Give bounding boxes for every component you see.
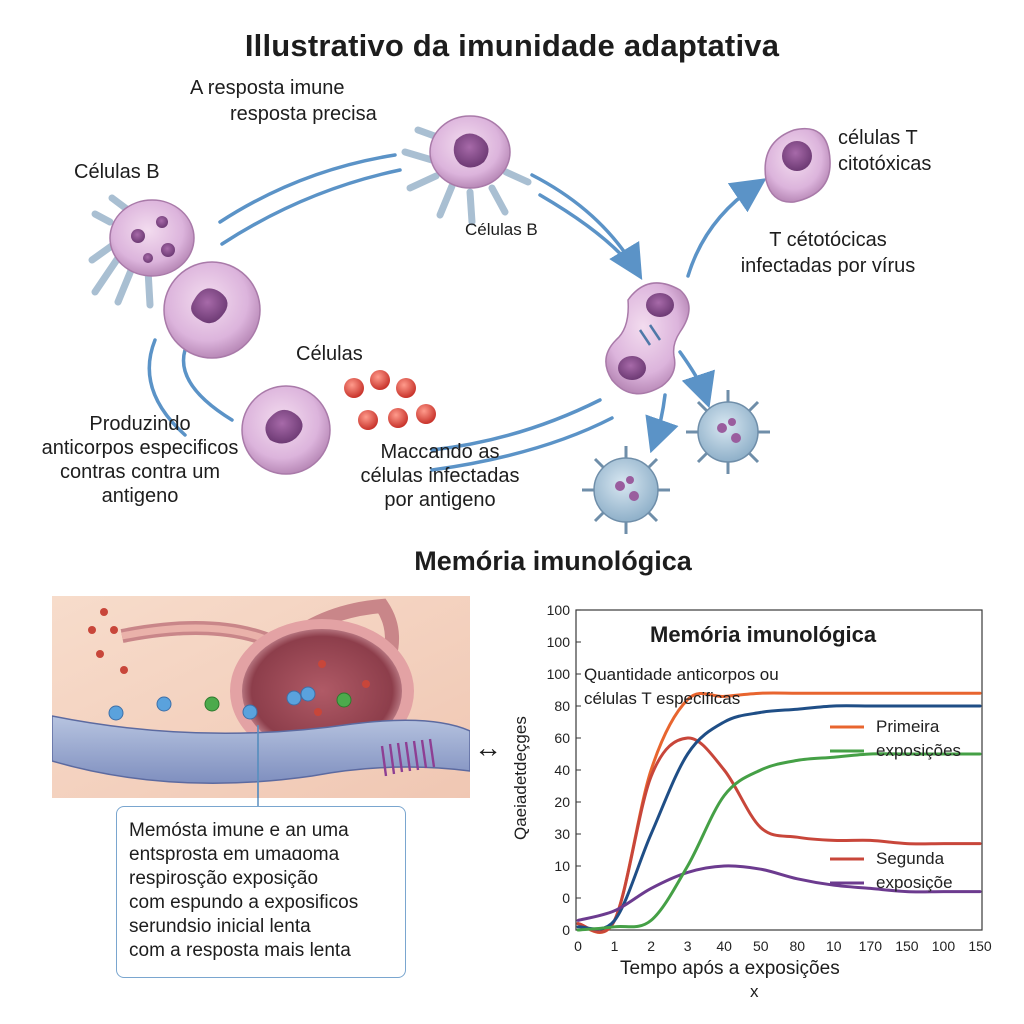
response-label-line1: A resposta imune — [190, 77, 345, 99]
b-cell-illustration — [88, 194, 261, 359]
t-infected-label-line1: T cétotócicas — [769, 229, 887, 251]
x-tick-label: 10 — [826, 938, 842, 954]
x-axis-label: Tempo após a exposições — [620, 958, 840, 979]
virus-illustration — [582, 390, 770, 534]
y-axis-ticks: 0 0 10 30 20 40 60 80 100 100 100 — [547, 602, 581, 938]
series-line-green — [576, 752, 982, 932]
plot-area — [575, 609, 983, 931]
b-cells-center-label: Células B — [465, 220, 538, 239]
t-cells-label-line2: citotóxicas — [838, 153, 932, 175]
x-tick-label: 0 — [574, 938, 582, 954]
legend-label: exposições — [876, 741, 961, 760]
y-tick-label: 0 — [562, 922, 570, 938]
cells-label: Células — [296, 343, 363, 365]
y-tick-label: 30 — [554, 826, 570, 842]
double-arrow-icon: ↔ — [474, 732, 502, 763]
marking-label: Maccando as células infectadas por antig… — [360, 441, 520, 511]
memory-note-line: Memósta imune e an uma — [129, 820, 349, 841]
main-title: Illustrativo da imunidade adaptativa — [244, 28, 780, 63]
t-infected-label-line2: infectadas por vírus — [740, 255, 916, 277]
y-axis-label: Qaeiadetdeçges — [511, 716, 530, 840]
memory-note-line: com espundo a exposificos — [129, 892, 359, 913]
y-tick-label: 40 — [554, 762, 570, 778]
chart-title: Memória imunológica — [650, 622, 877, 647]
dendritic-cell-illustration — [401, 115, 532, 226]
producing-label: Produzindo anticorpos especificos contra… — [41, 413, 239, 507]
x-tick-label: 40 — [716, 938, 732, 954]
t-cells-label-line1: células T — [838, 127, 918, 149]
y-tick-label: 20 — [554, 794, 570, 810]
dividing-cell-illustration — [605, 282, 690, 395]
memory-note-line: respirosção exposição — [129, 868, 319, 889]
x-axis-ticks: 0 1 2 3 40 50 80 10 170 150 100 150 — [574, 938, 992, 954]
series-line-navy — [576, 704, 982, 931]
series-line-red — [576, 736, 982, 934]
response-label-line2: resposta precisa — [230, 103, 377, 125]
cytotoxic-t-cell-illustration — [764, 127, 831, 203]
memory-note-line: com a resposta mais lenta — [129, 940, 351, 961]
legend-label: exposiçõe — [876, 873, 953, 892]
memory-note-box: Memósta imune e an uma entsprosta em uma… — [116, 806, 406, 978]
x-tick-label: 150 — [895, 938, 919, 954]
y-tick-label: 100 — [547, 666, 571, 682]
x-tick-label: 1 — [611, 938, 619, 954]
y-tick-label: 0 — [562, 890, 570, 906]
antibody-particles — [344, 370, 436, 430]
callout-pointer — [257, 725, 259, 807]
lymph-node-illustration — [52, 596, 470, 798]
section-title: Memória imunológica — [414, 546, 692, 576]
x-tick-label: 2 — [647, 938, 655, 954]
legend-label: Segunda — [876, 849, 945, 868]
legend-label: Primeira — [876, 717, 940, 736]
b-cells-left-label: Células B — [74, 161, 160, 183]
y-tick-label: 10 — [554, 858, 570, 874]
x-tick-label: 3 — [684, 938, 692, 954]
adaptive-immunity-diagram — [88, 115, 831, 534]
flow-arrows — [147, 153, 767, 472]
x-tick-label: 100 — [932, 938, 956, 954]
plasma-cell-illustration — [241, 385, 331, 475]
x-tick-label: 150 — [968, 938, 992, 954]
x-tick-label: 80 — [789, 938, 805, 954]
series-line-purple — [576, 864, 982, 922]
y-tick-label: 100 — [547, 602, 571, 618]
x-axis-label-symbol: x — [750, 982, 759, 1001]
y-tick-label: 60 — [554, 730, 570, 746]
series-lines — [576, 691, 982, 935]
x-tick-label: 50 — [753, 938, 769, 954]
memory-note-line: serundsio inicial lenta — [129, 916, 311, 937]
y-tick-label: 100 — [547, 634, 571, 650]
chart-annotation-line1: Quantidade anticorpos ou — [584, 665, 779, 684]
chart-annotation-line2: células T especificas — [584, 689, 741, 708]
memory-note-line: entsprosta em umaɑoma — [129, 844, 340, 865]
y-tick-label: 80 — [554, 698, 570, 714]
x-tick-label: 170 — [859, 938, 883, 954]
